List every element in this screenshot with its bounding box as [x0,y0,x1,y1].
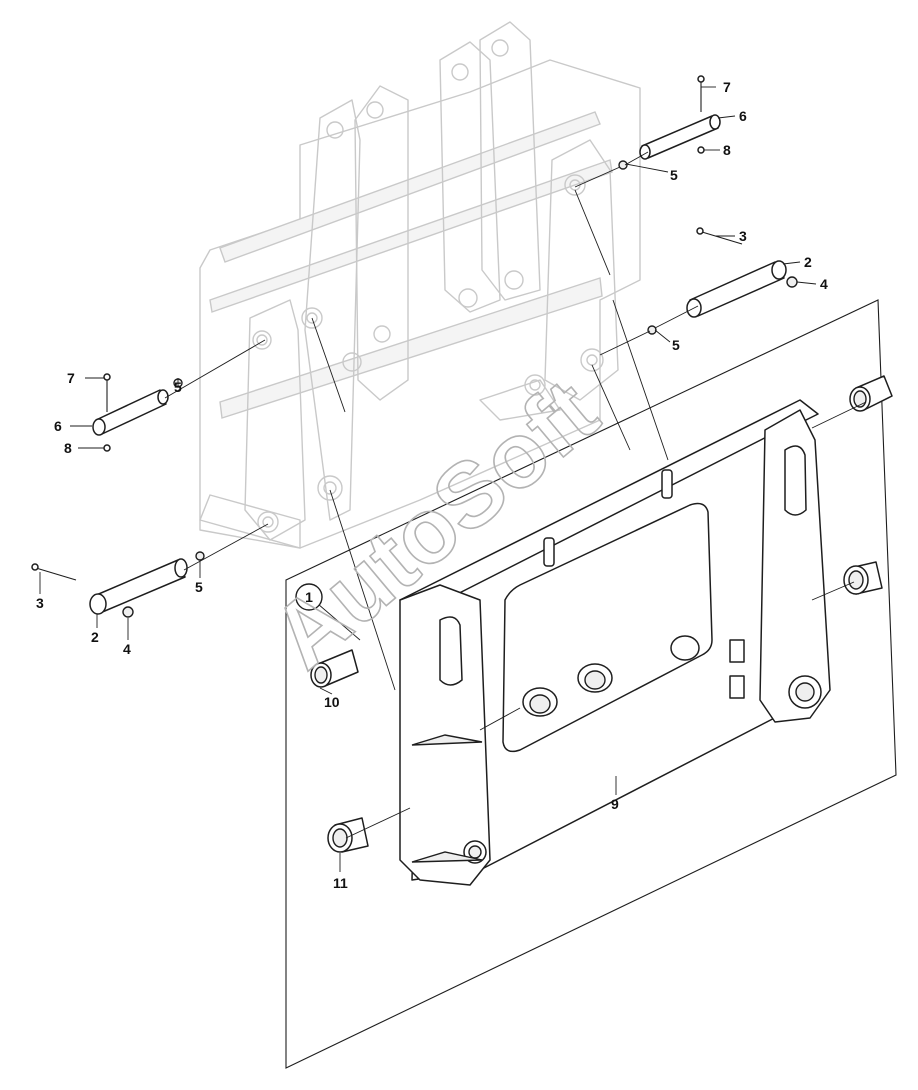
bushing-10 [310,649,359,688]
callout-2-right: 2 [804,254,812,270]
pin-2-lower-left [31,551,205,618]
frame-panel-outline [285,299,897,1069]
pin-6-left [92,373,183,452]
callout-5-lower-left: 5 [195,579,203,595]
callout-3-left: 3 [36,595,44,611]
callout-5-upper-right: 5 [670,167,678,183]
pin-2-right [647,227,798,335]
callout-7-left: 7 [67,370,75,386]
bushing-right-upper [849,375,893,412]
callout-5-left: 5 [174,379,182,395]
callout-1-circle [295,583,323,611]
callout-4-left: 4 [123,641,131,657]
callout-9: 9 [611,796,619,812]
callout-4-right: 4 [820,276,828,292]
ghost-arm-assembly [199,21,641,549]
callout-8-right: 8 [723,142,731,158]
callout-8-left: 8 [64,440,72,456]
pin-6-upper-right [618,75,721,170]
callout-10: 10 [324,694,340,710]
callout-3-right: 3 [739,228,747,244]
quick-attach-frame [399,399,831,886]
alignment-lines [164,151,867,839]
callout-labels: 1 7 6 8 5 3 2 4 5 7 6 8 5 5 3 2 4 10 9 1… [36,79,828,891]
callout-6-right: 6 [739,108,747,124]
callout-7-right: 7 [723,79,731,95]
callout-11: 11 [333,875,348,891]
callout-2-left: 2 [91,629,99,645]
callout-5-right: 5 [672,337,680,353]
callout-1: 1 [305,589,313,605]
bushing-11 [327,817,369,853]
bushing-right-lower [843,561,883,595]
callout-6-left: 6 [54,418,62,434]
callout-leaders [39,86,817,872]
